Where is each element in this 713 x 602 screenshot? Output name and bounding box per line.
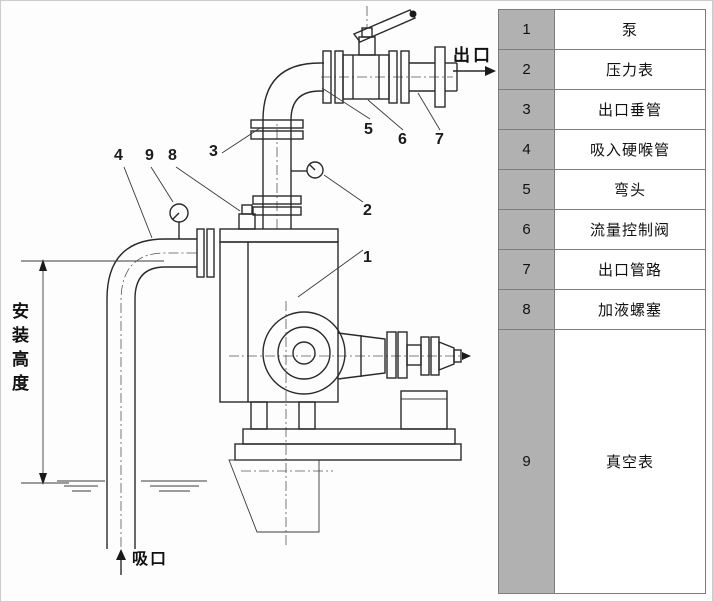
legend-number: 8 [498, 289, 555, 330]
legend-table: 1 泵 2 压力表 3 出口垂管 4 吸入硬喉管 5 弯头 6 流量控制阀 [498, 9, 706, 594]
pump-installation-diagram: 4 9 8 3 5 6 7 2 1 出口 吸口 安装高度 [1, 1, 498, 601]
callout-4: 4 [114, 147, 123, 164]
callout-5: 5 [364, 121, 373, 138]
suction-label: 吸口 [132, 551, 169, 568]
suction-pipe [106, 228, 215, 549]
legend-name: 流量控制阀 [554, 209, 706, 250]
install-height-label: 安装高度 [9, 302, 28, 398]
base-plate [234, 428, 462, 461]
legend-number: 5 [498, 169, 555, 210]
outlet-flow-arrow [453, 66, 496, 76]
leader-lines [123, 87, 441, 298]
legend-row-3: 3 出口垂管 [498, 89, 706, 130]
legend-row-9: 9 真空表 [498, 329, 706, 594]
suction-flow-arrow [116, 549, 126, 575]
legend-name: 出口管路 [554, 249, 706, 290]
legend-name: 弯头 [554, 169, 706, 210]
legend-number: 1 [498, 9, 555, 50]
callout-1: 1 [363, 249, 372, 266]
callout-2: 2 [363, 202, 372, 219]
legend-number: 7 [498, 249, 555, 290]
legend-row-5: 5 弯头 [498, 169, 706, 210]
legend-name: 吸入硬喉管 [554, 129, 706, 170]
callout-6: 6 [398, 131, 407, 148]
legend-row-8: 8 加液螺塞 [498, 289, 706, 330]
legend-name: 出口垂管 [554, 89, 706, 130]
valve-handle [352, 9, 417, 43]
legend-number: 9 [498, 329, 555, 594]
callout-9: 9 [145, 147, 154, 164]
legend-row-7: 7 出口管路 [498, 249, 706, 290]
water-level [57, 480, 207, 492]
foundation [228, 459, 320, 533]
vacuum-gauge [169, 203, 189, 239]
centerlines [120, 6, 469, 547]
outlet-label: 出口 [453, 46, 493, 65]
legend-row-1: 1 泵 [498, 9, 706, 50]
legend-name: 泵 [554, 9, 706, 50]
callout-3: 3 [209, 143, 218, 160]
legend-name: 加液螺塞 [554, 289, 706, 330]
legend-number: 6 [498, 209, 555, 250]
legend-row-6: 6 流量控制阀 [498, 209, 706, 250]
pump-body [219, 204, 346, 430]
legend-name: 真空表 [554, 329, 706, 594]
diagram-linework [21, 6, 496, 575]
dimension-lines [21, 259, 164, 485]
legend-row-2: 2 压力表 [498, 49, 706, 90]
callout-7: 7 [435, 131, 444, 148]
callout-8: 8 [168, 147, 177, 164]
legend-number: 2 [498, 49, 555, 90]
outlet-vertical-pipe [250, 119, 304, 229]
ball-valve [322, 27, 410, 104]
motor-assembly [337, 331, 471, 430]
legend-number: 4 [498, 129, 555, 170]
legend-row-4: 4 吸入硬喉管 [498, 129, 706, 170]
legend-name: 压力表 [554, 49, 706, 90]
legend-number: 3 [498, 89, 555, 130]
pressure-gauge [291, 161, 324, 179]
